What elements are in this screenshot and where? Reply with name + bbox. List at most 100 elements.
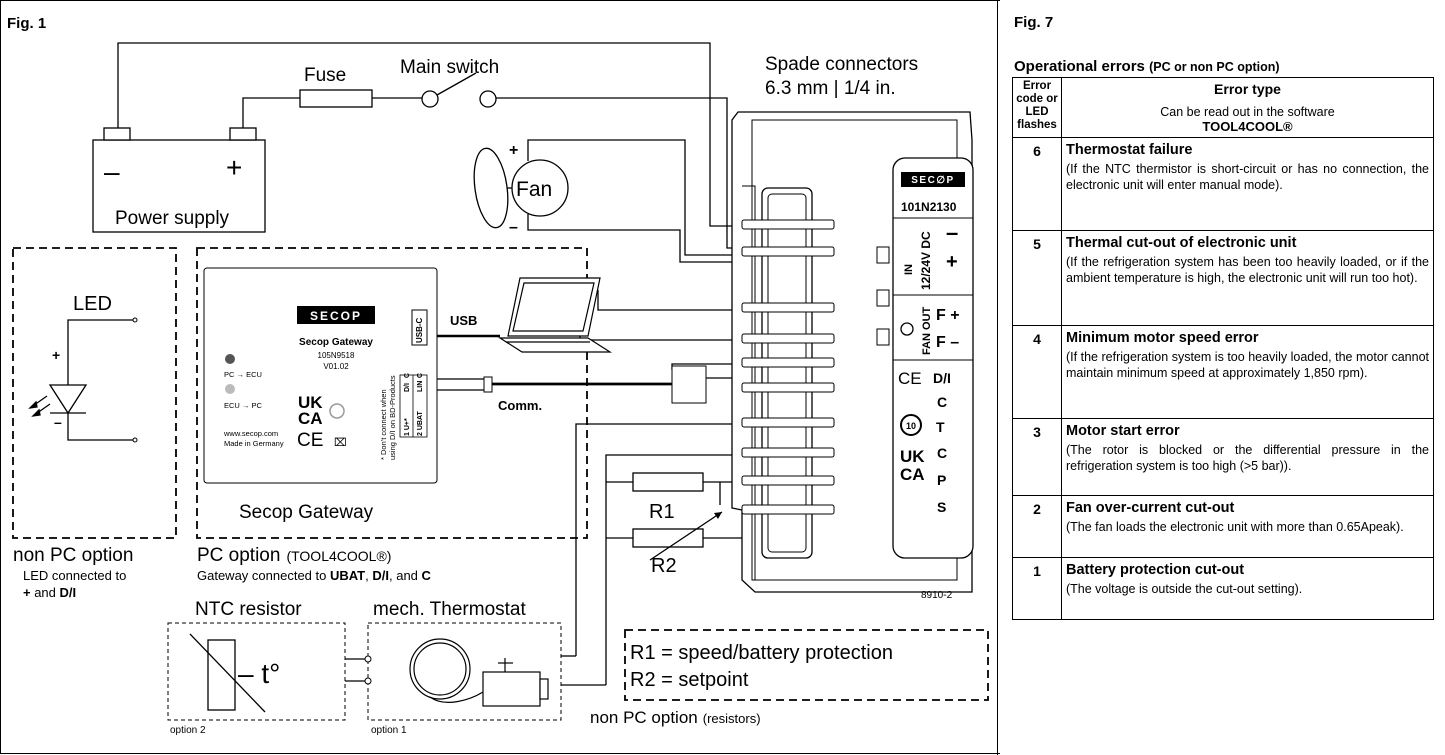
fan-out-clock-icon — [900, 322, 914, 336]
ntc-symbol — [189, 633, 266, 713]
r2-resistor — [632, 528, 704, 548]
gateway-note2: using D/I on BD-Products — [388, 375, 397, 460]
error-title: Minimum motor speed error — [1066, 330, 1259, 346]
table-row: 3 Motor start error(The rotor is blocked… — [1012, 418, 1434, 496]
spade-label-line2: 6.3 mm | 1/4 in. — [765, 78, 896, 99]
col-header-type-software: TOOL4COOL® — [1202, 119, 1293, 134]
gateway-pin-c: C — [404, 373, 411, 378]
error-title: Motor start error — [1066, 423, 1180, 439]
unit-pin-c2: C — [937, 445, 947, 461]
unit-minus: – — [946, 220, 958, 245]
led-label: LED — [73, 293, 112, 315]
error-description: (If the refrigeration system is too heav… — [1066, 350, 1429, 380]
ntc-terminal-1 — [364, 655, 372, 663]
unit-fan-out: FAN OUT — [921, 306, 933, 355]
fig1-wiring-diagram: Fig. 1 — [0, 0, 1000, 754]
gateway-usbc-port — [411, 309, 428, 346]
ecu-pc-indicator-icon — [225, 384, 235, 394]
gateway-pin-c2: C — [417, 373, 424, 378]
gateway-pc-ecu: PC → ECU — [224, 370, 262, 379]
figure-separator — [997, 0, 998, 755]
pc-option-label: PC option(TOOL4COOL®) — [197, 545, 391, 566]
unit-pin-s: S — [937, 499, 946, 515]
gateway-connected-text: Gateway connected to UBAT, D/I, and C — [197, 568, 432, 583]
gateway-pin-row2: 2 UBAT — [417, 411, 424, 436]
unit-pin-t: T — [936, 419, 945, 435]
fan-plus: + — [509, 142, 518, 159]
unit-10yr-text: 10 — [906, 421, 916, 431]
unit-pin-di: D/I — [933, 370, 951, 386]
spade-label-line1: Spade connectors — [765, 54, 918, 75]
outer-frame — [0, 0, 1000, 754]
gateway-pin-block — [399, 374, 428, 438]
fig7-heading-main: Operational errors — [1014, 58, 1145, 75]
doc-number: 8910-2 — [921, 590, 953, 601]
table-row: 4 Minimum motor speed error(If the refri… — [1012, 325, 1434, 419]
gateway-note1: * Don't connect when — [379, 389, 388, 460]
gateway-ecu-pc: ECU → PC — [224, 401, 263, 410]
led-terminal-bottom — [132, 437, 138, 443]
unit-ukca2: CA — [900, 465, 925, 484]
ntc-option-box — [167, 622, 346, 721]
unit-f-plus: F + — [936, 307, 960, 324]
col-header-type: Error type Can be read out in the softwa… — [1061, 77, 1434, 138]
gateway-name: Secop Gateway — [299, 337, 373, 348]
table-row: 6 Thermostat failure (If the NTC thermist… — [1012, 137, 1434, 231]
power-minus: – — [104, 156, 120, 187]
comm-plug-right — [671, 365, 707, 404]
comm-label: Comm. — [498, 398, 542, 413]
led-connected-detail: + and D/I — [23, 585, 76, 600]
gateway-ce-mark: CE — [297, 430, 323, 451]
error-description: (The rotor is blocked or the differentia… — [1066, 443, 1429, 473]
gateway-weee-icon: ⌧ — [334, 437, 347, 449]
error-description: (The voltage is outside the cut-out sett… — [1066, 582, 1303, 596]
unit-ce-mark: CE — [898, 369, 922, 388]
main-switch-symbol — [421, 72, 497, 108]
gateway-web: www.secop.com — [223, 429, 278, 438]
fuse-label: Fuse — [304, 65, 346, 86]
error-description: (If the NTC thermistor is short-circuit … — [1066, 162, 1429, 192]
error-title: Thermostat failure — [1066, 142, 1193, 158]
error-code: 1 — [1012, 557, 1062, 620]
r1-legend: R1 = speed/battery protection — [630, 642, 893, 664]
gateway-part: 105N9518 — [318, 351, 355, 360]
ntc-t-label: – t° — [238, 658, 280, 689]
gateway-pin-lin: LIN — [417, 381, 424, 392]
gateway-version: V01.02 — [323, 362, 349, 371]
error-code: 6 — [1012, 137, 1062, 231]
error-title: Battery protection cut-out — [1066, 562, 1245, 578]
fig7-error-table-panel: Fig. 7 Operational errors (PC or non PC … — [1008, 0, 1445, 755]
led-minus: – — [54, 414, 62, 430]
table-row: 5 Thermal cut-out of electronic unit(If … — [1012, 230, 1434, 326]
fan-minus: – — [509, 219, 518, 236]
gateway-ukca-bottom: CA — [298, 409, 323, 428]
unit-f-minus: F – — [936, 334, 959, 351]
fig7-heading-sub: (PC or non PC option) — [1149, 60, 1280, 74]
error-table: Error code or LED flashes Error type Can… — [1012, 77, 1434, 620]
gateway-ukca-top: UK — [298, 393, 323, 412]
gateway-brand: SECOP — [310, 309, 362, 323]
gateway-10yr-icon — [329, 403, 345, 419]
table-row: 2 Fan over-current cut-out(The fan loads… — [1012, 495, 1434, 558]
non-pc-option-label: non PC option — [13, 545, 133, 566]
gateway-brand-badge — [297, 306, 375, 324]
r2-legend: R2 = setpoint — [630, 669, 749, 691]
battery-symbol — [92, 127, 266, 233]
fig7-heading: Operational errors (PC or non PC option) — [1014, 58, 1280, 75]
thermostat-symbol — [409, 638, 549, 707]
gateway-device — [203, 267, 438, 484]
error-description: (If the refrigeration system has been to… — [1066, 255, 1429, 285]
led-option-box — [12, 247, 177, 539]
ntc-resistor-label: NTC resistor — [195, 599, 302, 620]
power-supply-label: Power supply — [115, 208, 230, 229]
gateway-usbc-label: USB-C — [415, 317, 424, 343]
ntc-terminal-2 — [364, 677, 372, 685]
gateway-made: Made in Germany — [224, 439, 284, 448]
unit-in-label: IN — [903, 264, 915, 275]
unit-10yr-icon — [900, 414, 922, 436]
error-code: 2 — [1012, 495, 1062, 558]
col-header-type-title: Error type — [1214, 81, 1281, 97]
electronic-unit — [731, 111, 974, 593]
error-description: (The fan loads the electronic unit with … — [1066, 520, 1404, 534]
led-plus: + — [52, 347, 60, 363]
